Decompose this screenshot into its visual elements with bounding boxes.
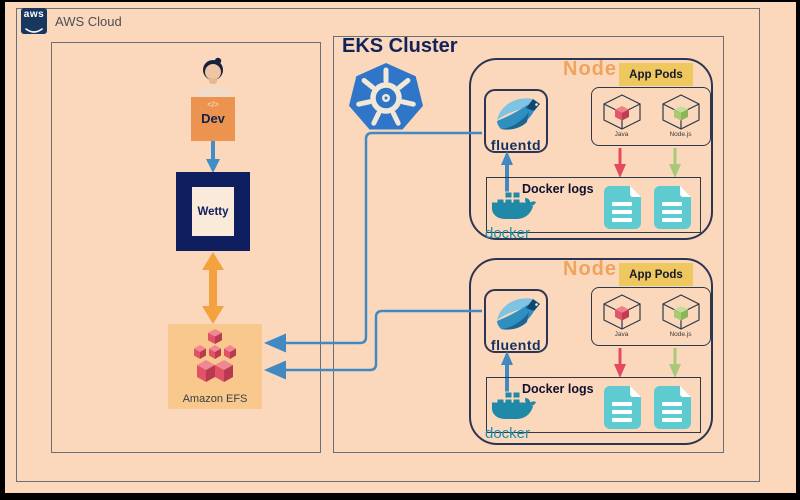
log-document-icon (654, 186, 691, 229)
docker-label: docker (485, 225, 531, 242)
node-2: Node App Pods fluentd (469, 258, 713, 445)
node-2-docker-logs-box: Docker logs docker (485, 377, 701, 442)
fluentd-label: fluentd (490, 137, 542, 153)
pod-nodejs: Node.js (661, 94, 701, 145)
node-1-docker-logs-box: Docker logs docker (485, 177, 701, 242)
nodejs-log-arrow-icon (669, 148, 681, 178)
nodejs-log-arrow-icon (669, 348, 681, 378)
docker-whale-icon (491, 191, 536, 219)
node-1-fluentd-box: fluentd (484, 89, 548, 153)
aws-smile-icon (25, 28, 43, 33)
eks-cluster-title: EKS Cluster (342, 35, 458, 57)
arrow-down-icon (206, 141, 220, 173)
pod-java: Java (602, 294, 642, 345)
code-icon: </> (207, 100, 219, 109)
node-2-title: Node (563, 258, 617, 280)
wetty-screen: Wetty (192, 187, 234, 236)
efs-label: Amazon EFS (182, 393, 248, 405)
arrow-double-icon (202, 252, 224, 324)
docker-label: docker (485, 425, 531, 442)
node-1-title: Node (563, 58, 617, 80)
wetty-box: Wetty (176, 172, 250, 251)
docker-whale-icon (491, 391, 536, 419)
cube-java-icon (602, 294, 641, 330)
node-2-app-pods-tag: App Pods (619, 263, 693, 286)
fluentd-bird-icon (497, 98, 540, 130)
aws-logo-icon: aws (21, 8, 47, 34)
node-2-pods-box: Java Node.js (591, 287, 711, 346)
node-2-fluentd-box: fluentd (484, 289, 548, 353)
cube-nodejs-icon (661, 94, 700, 130)
aws-logo-text: aws (23, 9, 45, 20)
node-1-app-pods-tag: App Pods (619, 63, 693, 86)
cube-java-icon (602, 94, 641, 130)
docker-to-fluentd-arrow-icon (501, 351, 513, 393)
amazon-efs-box: Amazon EFS (168, 324, 262, 409)
aws-cloud-label: AWS Cloud (55, 14, 122, 29)
pod-nodejs: Node.js (661, 294, 701, 345)
pod-java: Java (602, 94, 642, 145)
aws-cloud-boundary (16, 8, 760, 482)
person-icon (194, 57, 233, 101)
cube-nodejs-icon (661, 294, 700, 330)
fluentd-bird-icon (497, 298, 540, 330)
docker-logs-label: Docker logs (522, 182, 594, 196)
log-document-icon (654, 386, 691, 429)
docker-logs-label: Docker logs (522, 382, 594, 396)
efs-cubes-icon (194, 329, 236, 382)
docker-to-fluentd-arrow-icon (501, 151, 513, 193)
fluentd-label: fluentd (490, 337, 542, 353)
java-log-arrow-icon (614, 148, 626, 178)
dev-label: Dev (201, 111, 225, 126)
node-1-pods-box: Java Node.js (591, 87, 711, 146)
node-1: Node App Pods fluentd (469, 58, 713, 242)
log-document-icon (604, 386, 641, 429)
java-log-arrow-icon (614, 348, 626, 378)
wetty-label: Wetty (197, 205, 229, 218)
dev-box: </> Dev (191, 97, 235, 141)
log-document-icon (604, 186, 641, 229)
kubernetes-helm-icon (349, 63, 423, 130)
